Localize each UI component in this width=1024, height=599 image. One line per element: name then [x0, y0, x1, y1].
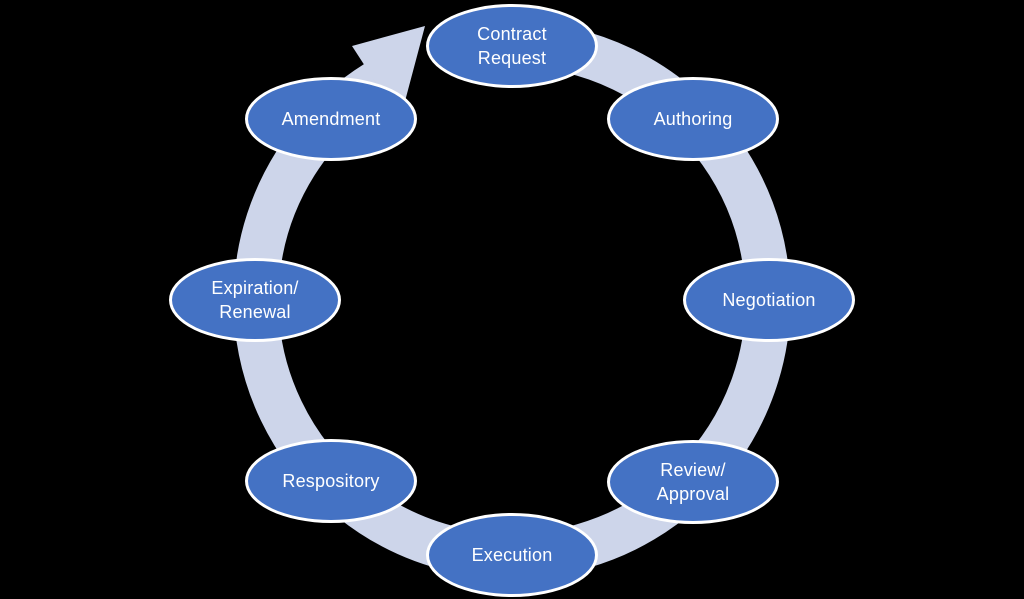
- node-label: Authoring: [653, 109, 733, 129]
- node-label: Negotiation: [722, 290, 816, 310]
- node-authoring: Authoring: [607, 77, 779, 161]
- node-amendment: Amendment: [245, 77, 417, 161]
- node-negotiation: Negotiation: [683, 258, 855, 342]
- node-review-approval: Review/ Approval: [607, 440, 779, 524]
- node-respository: Respository: [245, 439, 417, 523]
- node-expiration-renewal: Expiration/ Renewal: [169, 258, 341, 342]
- node-label: Expiration/ Renewal: [211, 278, 299, 322]
- node-contract-request: Contract Request: [426, 4, 598, 88]
- node-execution: Execution: [426, 513, 598, 597]
- node-label: Contract Request: [477, 24, 547, 68]
- node-label: Respository: [282, 471, 380, 491]
- cycle-arrowhead-icon: [352, 26, 425, 120]
- node-label: Amendment: [281, 109, 381, 129]
- node-label: Review/ Approval: [656, 460, 730, 504]
- node-label: Execution: [471, 545, 553, 565]
